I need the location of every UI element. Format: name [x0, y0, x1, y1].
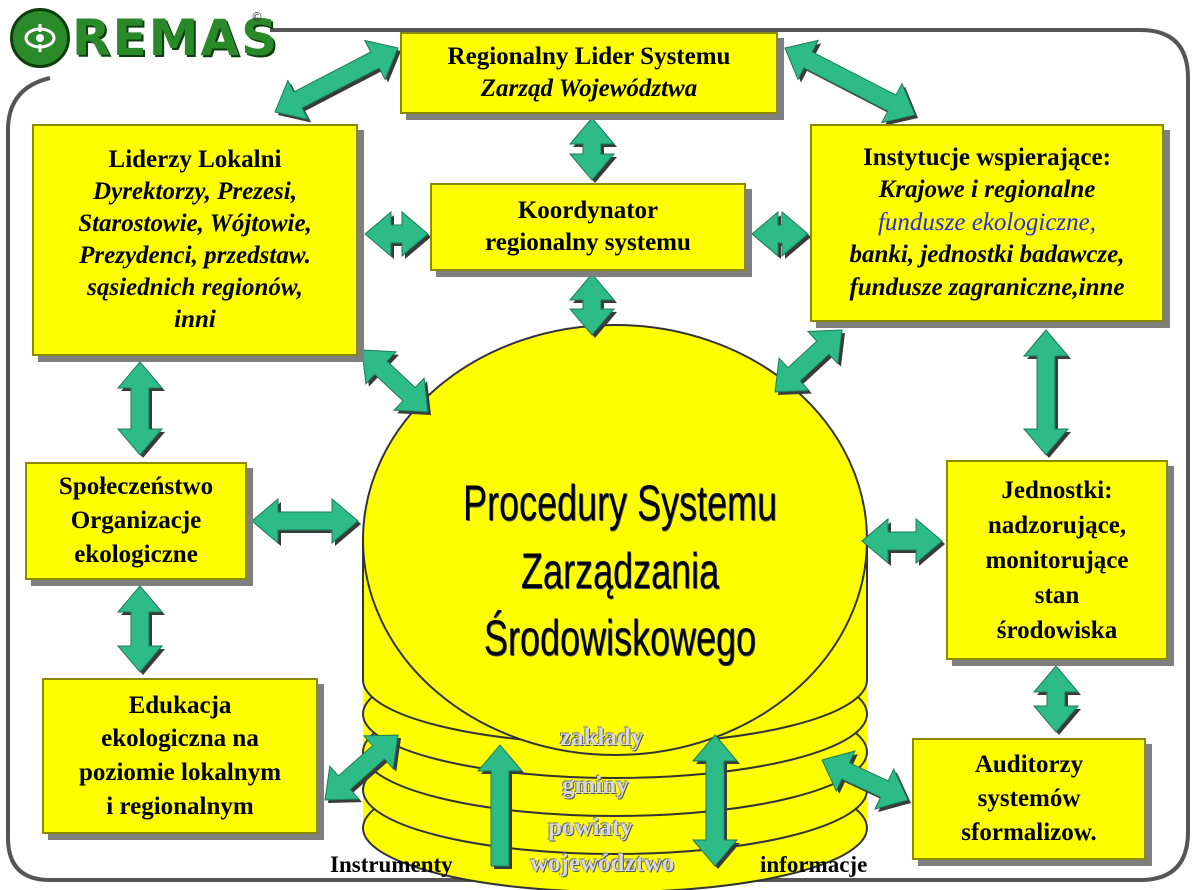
procedures-title-line-2: Zarządzania Środowiskowego [483, 542, 757, 667]
arrow-procedures-to-auditors [821, 750, 909, 810]
coordinator-line-2: regionalny systemu [485, 229, 691, 256]
regional-leader-box: Regionalny Lider Systemu Zarząd Wojewódz… [400, 32, 778, 114]
layer-label-communes: gminy [562, 772, 629, 799]
arrow-leader-to-support [784, 39, 916, 124]
remas-logo: REMAS [10, 8, 279, 68]
arrow-support-to-units [1022, 329, 1070, 456]
arrow-education-to-procedures [324, 734, 399, 801]
arrow-units-to-auditors [1032, 665, 1080, 733]
instruments-label: Instrumenty [330, 852, 453, 877]
society-line-2: Organizacje [70, 507, 202, 535]
units-line-1: Jednostki: [1001, 476, 1113, 504]
support-institutions-box: Instytucje wspierające: Krajowe i region… [810, 124, 1164, 322]
support-line-2: fundusze ekologiczne, [877, 208, 1096, 236]
local-leaders-line-1: Dyrektorzy, Prezesi, [93, 178, 297, 205]
arrow-society-to-procedures [251, 497, 359, 545]
coordinator-box: Koordynator regionalny systemu [430, 183, 746, 271]
arrows-group [116, 39, 1081, 869]
logo-registered-mark: © [251, 10, 263, 24]
arrow-local-to-society [116, 361, 164, 456]
auditors-box: Auditorzy systemów sformalizow. [912, 738, 1146, 860]
logo-text: REMAS [72, 9, 280, 67]
frame-border [6, 28, 1190, 882]
arrow-coordinator-to-support [751, 210, 809, 258]
arrow-instruments-up [476, 744, 524, 867]
education-box: Edukacja ekologiczna na poziomie lokalny… [42, 678, 318, 834]
local-leaders-line-4: sąsiednich regionów, [87, 274, 303, 301]
arrow-local-to-procedures [361, 349, 429, 413]
auditors-line-1: Auditorzy [974, 751, 1084, 779]
coordinator-line-1: Koordynator [517, 196, 659, 224]
support-title: Instytucje wspierające: [863, 143, 1111, 171]
arrow-local-to-coordinator [364, 210, 429, 258]
arrow-support-to-procedures [774, 329, 843, 393]
layer-label-voivodeships: województwo [530, 850, 675, 877]
regional-leader-subtitle: Zarząd Województwa [480, 75, 698, 102]
local-leaders-title: Liderzy Lokalni [108, 146, 282, 173]
education-line-1: Edukacja [128, 691, 232, 719]
auditors-line-3: sformalizow. [961, 818, 1097, 846]
local-leaders-line-2: Starostowie, Wójtowie, [78, 210, 312, 237]
local-leaders-line-5: inni [174, 306, 216, 333]
arrow-information-down [691, 734, 739, 867]
units-line-2: nadzorujące, [987, 511, 1127, 539]
education-line-2: ekologiczna na [101, 725, 259, 753]
support-line-1: Krajowe i regionalne [878, 176, 1096, 204]
units-line-4: stan [1034, 581, 1080, 609]
society-line-1: Społeczeństwo [58, 473, 214, 501]
local-leaders-box: Liderzy Lokalni Dyrektorzy, Prezesi, Sta… [32, 124, 358, 356]
support-line-3: banki, jednostki badawcze, [849, 241, 1125, 269]
units-line-5: środowiska [996, 616, 1118, 644]
arrow-leader-to-local [274, 39, 399, 121]
auditors-line-2: systemów [977, 785, 1081, 813]
support-line-4: fundusze zagraniczne,inne [849, 273, 1125, 301]
society-box: Społeczeństwo Organizacje ekologiczne [25, 462, 247, 580]
units-line-3: monitorujące [985, 546, 1129, 574]
arrow-coordinator-to-procedures [568, 273, 616, 336]
education-line-3: poziomie lokalnym [78, 759, 282, 786]
education-line-4: i regionalnym [106, 792, 254, 820]
supervising-units-box: Jednostki: nadzorujące, monitorujące sta… [946, 460, 1168, 660]
society-line-3: ekologiczne [74, 540, 198, 568]
arrow-leader-to-coordinator [568, 117, 616, 181]
arrow-procedures-to-units [861, 517, 943, 565]
arrow-society-to-education [116, 585, 164, 673]
information-label: informacje [760, 852, 868, 877]
local-leaders-line-3: Prezydenci, przedstaw. [79, 242, 311, 269]
procedures-title: Procedury Systemu Zarządzania Środowisko… [440, 470, 800, 673]
procedures-title-line-1: Procedury Systemu [462, 475, 778, 531]
logo-emblem-icon [10, 8, 70, 68]
regional-leader-title: Regionalny Lider Systemu [447, 42, 731, 70]
layer-label-districts: powiaty [548, 814, 633, 841]
layer-label-plants: zakłady [560, 724, 644, 751]
